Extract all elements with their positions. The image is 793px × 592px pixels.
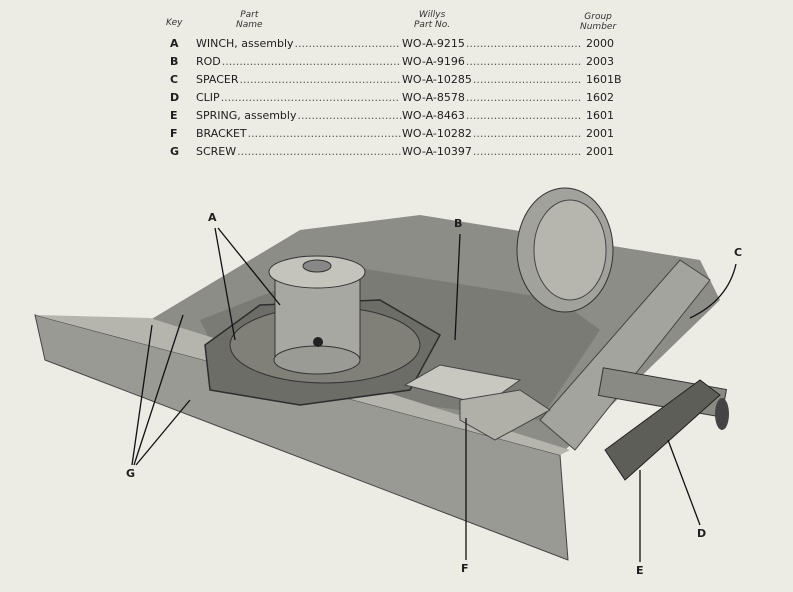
row-part-name: SCREW — [196, 145, 237, 158]
table-row: F BRACKET................................… — [168, 125, 628, 143]
row-part-name: BRACKET — [196, 127, 247, 140]
callout-g: G — [126, 467, 136, 480]
part-no-cell: WO-A-8578...............................… — [402, 89, 584, 107]
leader-dots: ............................... — [472, 73, 582, 86]
callout-b: B — [454, 217, 463, 230]
name-cell: WINCH, assembly.........................… — [196, 35, 402, 53]
part-no-cell: WO-A-10282..............................… — [402, 125, 584, 143]
callout-a: A — [208, 211, 217, 224]
row-group-number: 2003 — [586, 55, 614, 68]
row-group-number: 2001 — [586, 127, 614, 140]
callout-f: F — [461, 562, 469, 575]
row-part-no: WO-A-9196 — [402, 55, 465, 68]
leader-lines — [131, 227, 737, 562]
leader-dots: .............................. — [294, 37, 400, 50]
table-row: A WINCH, assembly........................… — [168, 35, 628, 53]
header-key: Key — [166, 18, 183, 28]
row-group-number: 1601B — [586, 73, 622, 86]
name-cell: CLIP....................................… — [196, 89, 402, 107]
leader-dots: ........................................… — [239, 73, 401, 86]
row-key: C — [170, 73, 179, 86]
winch-drum — [268, 255, 366, 375]
table-row: G SCREW..................................… — [168, 143, 628, 161]
row-part-no: WO-A-10285 — [402, 73, 472, 86]
callout-e: E — [636, 564, 644, 577]
leader-dots: ................................. — [465, 109, 582, 122]
leader-dots: ................................. — [465, 55, 582, 68]
name-cell: SCREW...................................… — [196, 143, 402, 161]
row-group-number: 2001 — [586, 145, 614, 158]
part-no-cell: WO-A-10397..............................… — [402, 143, 584, 161]
leader-dots: ............................... — [472, 145, 582, 158]
table-row: B ROD....................................… — [168, 53, 628, 71]
leaf-spring — [604, 379, 721, 481]
leader-dots: ................................. — [465, 91, 582, 104]
row-part-no: WO-A-8578 — [402, 91, 465, 104]
table-row: D CLIP...................................… — [168, 89, 628, 107]
name-cell: ROD.....................................… — [196, 53, 402, 71]
part-no-cell: WO-A-10285..............................… — [402, 71, 584, 89]
name-cell: SPRING, assembly........................… — [196, 107, 402, 125]
side-rail — [539, 259, 711, 451]
row-group-number: 2000 — [586, 37, 614, 50]
row-key: D — [170, 91, 180, 104]
row-part-name: WINCH, assembly — [196, 37, 294, 50]
row-key: E — [170, 109, 178, 122]
row-part-name: SPACER — [196, 73, 239, 86]
row-part-name: SPRING, assembly — [196, 109, 297, 122]
leader-dots: ........................................… — [221, 55, 401, 68]
leader-dots: .............................. — [297, 109, 402, 122]
callout-c: C — [734, 246, 743, 259]
row-part-no: WO-A-8463 — [402, 109, 465, 122]
part-no-cell: WO-A-8463...............................… — [402, 107, 584, 125]
row-part-no: WO-A-10397 — [402, 145, 472, 158]
bracket — [459, 389, 551, 441]
row-key: A — [170, 37, 179, 50]
part-no-cell: WO-A-9196...............................… — [402, 53, 584, 71]
row-part-name: ROD — [196, 55, 221, 68]
row-part-no: WO-A-9215 — [402, 37, 465, 50]
row-key: F — [170, 127, 178, 140]
spare-wheel — [516, 187, 614, 313]
row-part-name: CLIP — [196, 91, 220, 104]
table-row: E SPRING, assembly.......................… — [168, 107, 628, 125]
row-key: G — [170, 145, 180, 158]
name-cell: SPACER..................................… — [196, 71, 402, 89]
name-cell: BRACKET.................................… — [196, 125, 402, 143]
leader-dots: ........................................… — [247, 127, 402, 140]
table-row: C SPACER.................................… — [168, 71, 628, 89]
row-key: B — [170, 55, 179, 68]
row-part-no: WO-A-10282 — [402, 127, 472, 140]
row-group-number: 1602 — [586, 91, 614, 104]
leader-dots: ........................................… — [237, 145, 402, 158]
leader-dots: ................................. — [465, 37, 582, 50]
leader-dots: ........................................… — [220, 91, 400, 104]
row-group-number: 1601 — [586, 109, 614, 122]
leader-dots: ............................... — [472, 127, 582, 140]
callout-d: D — [697, 527, 707, 540]
part-no-cell: WO-A-9215...............................… — [402, 35, 584, 53]
